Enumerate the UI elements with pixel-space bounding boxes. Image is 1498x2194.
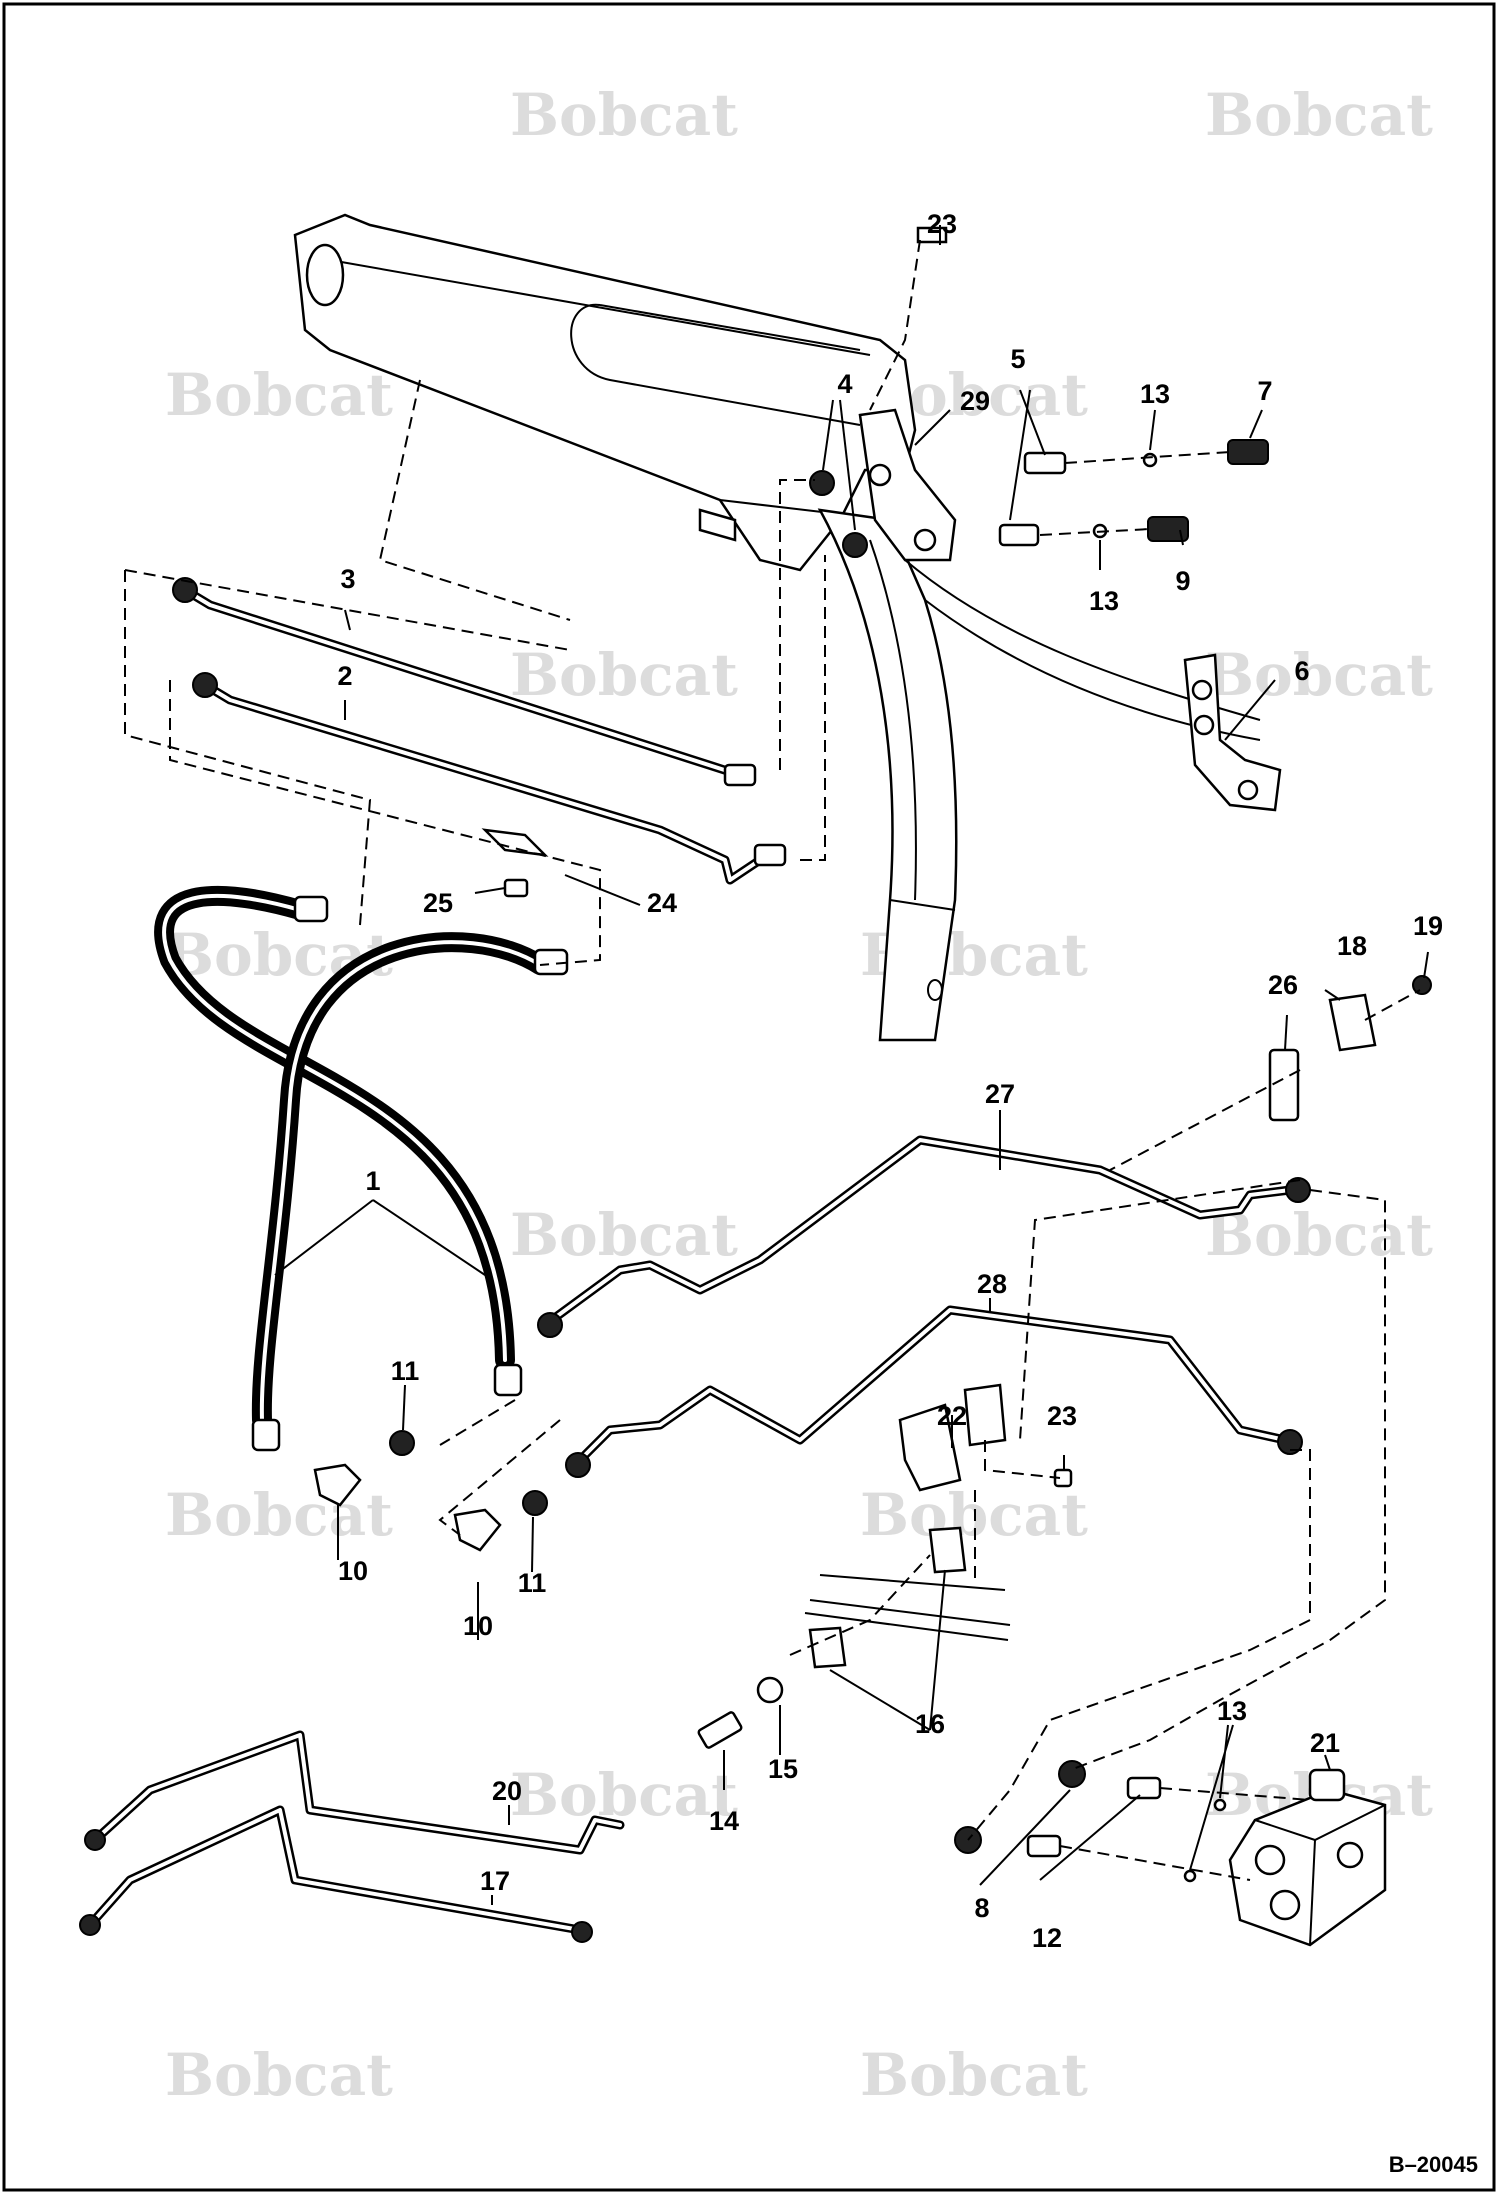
watermark: Bobcat: [1205, 81, 1433, 149]
callout-label: 13: [1089, 586, 1119, 616]
callout-label: 23: [1047, 1401, 1077, 1431]
callout-label: 3: [340, 564, 355, 594]
brackets-middle: [898, 975, 1432, 1492]
callout-label: 21: [1310, 1728, 1340, 1758]
fittings-top: [809, 226, 1269, 558]
hose-assembly-1: [154, 885, 569, 1430]
clamp-24: [481, 828, 549, 898]
tube-3: [172, 577, 757, 787]
clamp-16: [697, 1526, 1011, 1749]
callout-label: 7: [1257, 376, 1272, 406]
callout-label: 6: [1294, 656, 1309, 686]
callout-label: 10: [463, 1611, 493, 1641]
callout-label: 2: [337, 661, 352, 691]
callout-label: 12: [1032, 1923, 1062, 1953]
tube-27: [537, 1135, 1311, 1338]
drawing-id: B–20045: [1389, 2152, 1478, 2177]
callout-label: 17: [480, 1866, 510, 1896]
boom-arm: [293, 213, 917, 572]
callout-label: 19: [1413, 911, 1443, 941]
callout-label: 11: [518, 1568, 547, 1598]
watermark: Bobcat: [510, 1761, 738, 1829]
callout-labels: 1 2 3 4 5 6 7 8 9 10 10 11 11 12 13 13 1…: [337, 209, 1443, 1953]
tube-20: [84, 1730, 625, 1855]
callout-label: 8: [974, 1893, 989, 1923]
callout-label: 20: [492, 1776, 522, 1806]
tube-17: [79, 1805, 593, 1943]
callout-label: 4: [837, 369, 852, 399]
callout-label: 9: [1175, 566, 1190, 596]
bracket-6: [1183, 653, 1282, 812]
callout-label: 25: [423, 888, 453, 918]
watermark: Bobcat: [510, 641, 738, 709]
watermark: Bobcat: [1205, 641, 1433, 709]
fittings-lower-left: [251, 1363, 548, 1552]
callout-label: 27: [985, 1079, 1015, 1109]
watermark: Bobcat: [165, 1481, 393, 1549]
callout-label: 18: [1337, 931, 1367, 961]
callout-label: 24: [647, 888, 677, 918]
callout-label: 26: [1268, 970, 1298, 1000]
callout-label: 22: [937, 1401, 967, 1431]
callout-label: 29: [960, 386, 990, 416]
callout-label: 5: [1010, 344, 1025, 374]
callout-label: 15: [768, 1754, 798, 1784]
watermark: Bobcat: [165, 361, 393, 429]
callout-label: 13: [1217, 1696, 1247, 1726]
callout-label: 14: [709, 1806, 739, 1836]
watermark: Bobcat: [510, 81, 738, 149]
callout-label: 1: [365, 1166, 380, 1196]
callout-label: 16: [915, 1709, 945, 1739]
assembly-dashed-lines: [124, 239, 1421, 1881]
callout-label: 28: [977, 1269, 1007, 1299]
callout-label: 23: [927, 209, 957, 239]
bracket-part: [858, 408, 957, 562]
callout-label: 10: [338, 1556, 368, 1586]
callout-leaders: [274, 225, 1429, 1905]
watermark: Bobcat: [860, 2041, 1088, 2109]
callout-label: 13: [1140, 379, 1170, 409]
watermark: Bobcat: [165, 2041, 393, 2109]
tube-2: [192, 672, 787, 885]
watermark: Bobcat: [510, 1201, 738, 1269]
callout-label: 11: [391, 1356, 420, 1386]
tube-28: [565, 1305, 1303, 1478]
